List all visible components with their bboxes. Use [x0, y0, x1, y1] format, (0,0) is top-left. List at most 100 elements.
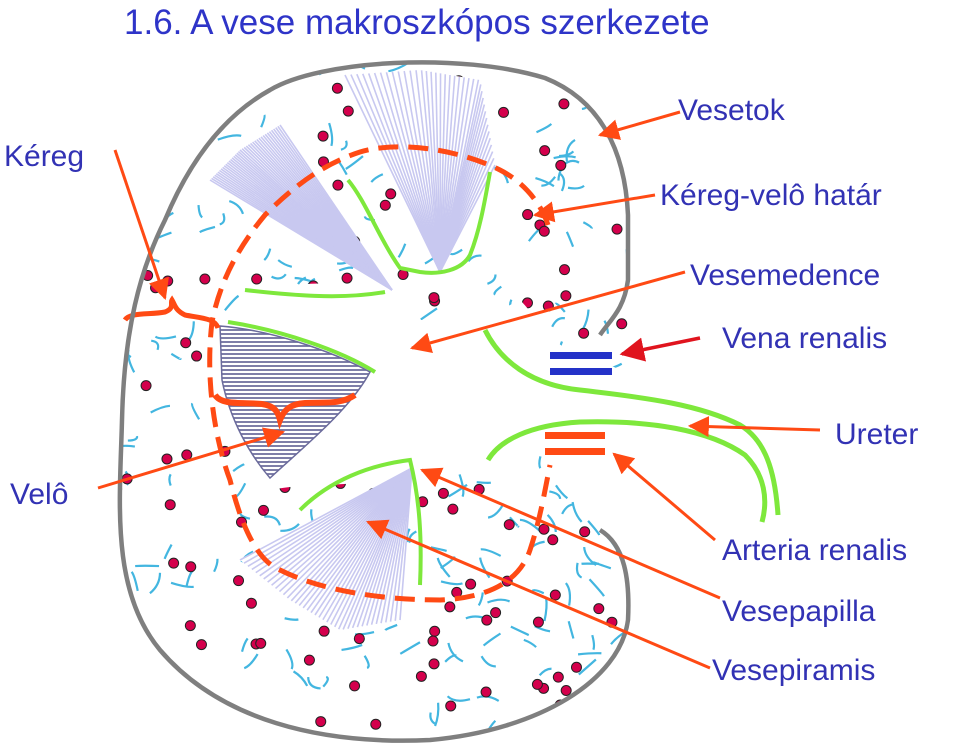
glomerulus: [257, 81, 267, 91]
tubule: [308, 677, 320, 688]
tubule: [637, 86, 648, 95]
tubule: [199, 205, 203, 217]
tubule: [614, 87, 629, 103]
tubule: [511, 627, 529, 635]
tubule: [155, 336, 176, 338]
tubule: [105, 67, 113, 89]
glomerulus: [553, 672, 563, 682]
tubule: [615, 110, 621, 120]
tubule: [264, 249, 270, 260]
vena-renalis-vessel-upper: [550, 352, 612, 359]
glomerulus: [532, 679, 542, 689]
tubule: [578, 653, 601, 654]
tubule: [173, 141, 182, 147]
tubule: [341, 141, 347, 150]
tubule: [130, 153, 140, 159]
tubule: [556, 485, 567, 498]
glomerulus: [621, 668, 631, 678]
tubule: [438, 558, 450, 577]
tubule: [294, 671, 308, 686]
glomerulus: [448, 504, 458, 514]
tubule: [179, 698, 191, 699]
vena-renalis-vessel-lower: [550, 368, 612, 375]
glomerulus: [252, 274, 262, 284]
tubule: [365, 656, 369, 668]
glomerulus: [548, 535, 558, 545]
tubule: [151, 341, 158, 350]
glomerulus: [540, 146, 550, 156]
glomerulus: [333, 180, 343, 190]
glomerulus: [580, 527, 590, 537]
tubule: [242, 638, 248, 651]
tubule: [225, 296, 239, 310]
tubule: [116, 231, 125, 236]
tubule: [618, 59, 620, 77]
pyramid-upper-right: [345, 70, 495, 272]
tubule: [536, 124, 551, 132]
tubule: [172, 686, 187, 696]
tubule: [451, 250, 463, 255]
tubule: [477, 482, 491, 483]
tubule: [583, 310, 589, 330]
glomerulus: [533, 617, 543, 627]
tubule: [479, 592, 483, 605]
tubule: [481, 549, 501, 556]
glomerulus: [319, 626, 329, 636]
label-kereg: Kéreg: [4, 140, 84, 173]
tubule: [187, 570, 194, 586]
glomerulus: [539, 524, 549, 534]
tubule: [100, 198, 114, 211]
tubule: [448, 643, 463, 661]
tubule: [329, 123, 332, 146]
glomerulus: [416, 671, 426, 681]
glomerulus: [318, 131, 328, 141]
arteria-renalis-vessel-upper: [545, 432, 605, 439]
glomerulus: [430, 626, 440, 636]
tubule: [195, 66, 214, 76]
tubule: [495, 287, 502, 295]
pyramid-lower: [240, 468, 412, 630]
tubule: [385, 625, 397, 630]
glomerulus: [110, 666, 120, 676]
tubule: [217, 82, 227, 96]
tubule: [577, 563, 582, 578]
tubule: [326, 740, 329, 750]
tubule: [630, 291, 639, 305]
label-vesetok: Vesetok: [678, 94, 786, 127]
glomerulus: [192, 351, 202, 361]
tubule: [200, 227, 215, 232]
tubule: [105, 188, 119, 204]
tubule: [615, 657, 621, 669]
glomerulus: [563, 57, 573, 67]
tubule: [482, 656, 496, 666]
tubule: [153, 128, 171, 132]
glomerulus: [141, 381, 151, 391]
glomerulus: [200, 274, 210, 284]
tubule: [566, 583, 570, 605]
tubule: [132, 572, 138, 591]
glomerulus: [117, 596, 127, 606]
label-vesemedence: Vesemedence: [690, 259, 880, 292]
glomerulus: [571, 662, 581, 672]
glomerulus: [550, 590, 560, 600]
glomerulus: [624, 546, 634, 556]
tubule: [421, 308, 437, 319]
tubule: [539, 456, 540, 468]
tubule: [552, 318, 565, 327]
glomerulus: [332, 83, 342, 93]
glomerulus: [438, 488, 448, 498]
glomerulus: [246, 598, 256, 608]
label-vena-renalis: Vena renalis: [722, 322, 887, 355]
tubule: [171, 354, 180, 359]
tubule: [278, 260, 292, 267]
tubule: [209, 717, 222, 729]
tubule: [198, 81, 216, 84]
glomerulus: [560, 265, 570, 275]
tubule: [441, 581, 462, 584]
glomerulus: [169, 558, 179, 568]
glomerulus: [481, 687, 491, 697]
tubule: [229, 201, 243, 214]
glomerulus: [163, 276, 173, 286]
glomerulus: [152, 211, 162, 221]
ureter-arrow: [690, 426, 820, 430]
